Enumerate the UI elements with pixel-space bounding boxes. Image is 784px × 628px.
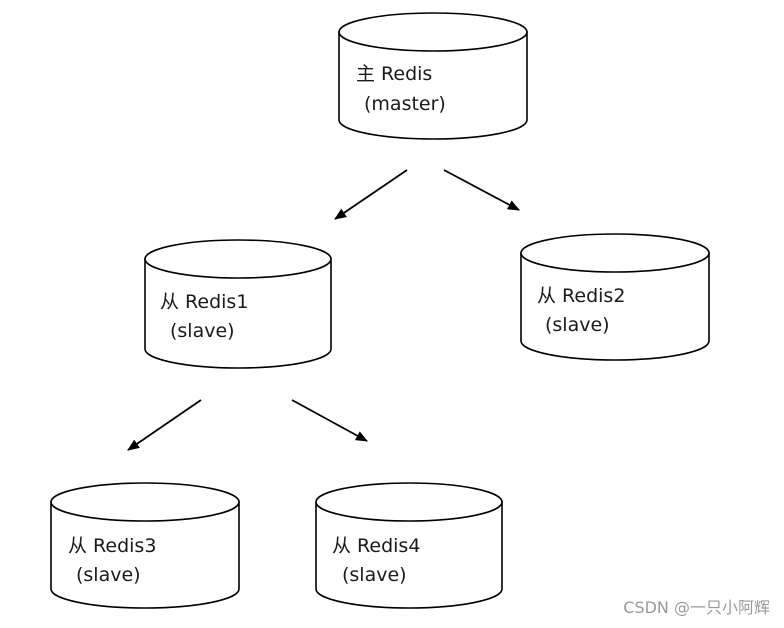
watermark: CSDN @一只小阿辉 — [623, 598, 770, 617]
cylinder-body — [338, 31, 528, 140]
node-redis1: 从 Redis1 (slave) — [144, 239, 332, 369]
node-name: 从 Redis3 — [68, 535, 156, 557]
edge-redis1-to-redis3 — [127, 399, 202, 451]
node-redis4: 从 Redis4 (slave) — [315, 482, 503, 609]
cylinder-top — [338, 12, 528, 52]
node-role: (slave) — [545, 314, 610, 336]
cylinder-body — [50, 501, 240, 609]
cylinder-body — [144, 258, 332, 369]
edge-master-to-redis1 — [334, 169, 408, 220]
cylinder-body — [315, 501, 503, 609]
cylinder-top — [315, 482, 503, 522]
node-name: 主 Redis — [356, 63, 432, 85]
node-role: (master) — [364, 93, 446, 115]
node-redis3: 从 Redis3 (slave) — [50, 482, 240, 609]
cylinder-body — [520, 252, 710, 361]
node-name: 从 Redis1 — [160, 291, 248, 313]
edges — [127, 169, 520, 451]
cylinder-top — [50, 482, 240, 522]
node-name: 从 Redis4 — [332, 535, 420, 557]
node-role: (slave) — [76, 564, 141, 586]
cylinder-top — [144, 239, 332, 279]
node-master: 主 Redis (master) — [338, 12, 528, 140]
edge-master-to-redis2 — [443, 169, 520, 211]
edge-redis1-to-redis4 — [291, 399, 368, 442]
cylinder-top — [520, 233, 710, 273]
node-redis2: 从 Redis2 (slave) — [520, 233, 710, 361]
node-role: (slave) — [170, 320, 235, 342]
node-name: 从 Redis2 — [537, 285, 625, 307]
node-role: (slave) — [342, 564, 407, 586]
